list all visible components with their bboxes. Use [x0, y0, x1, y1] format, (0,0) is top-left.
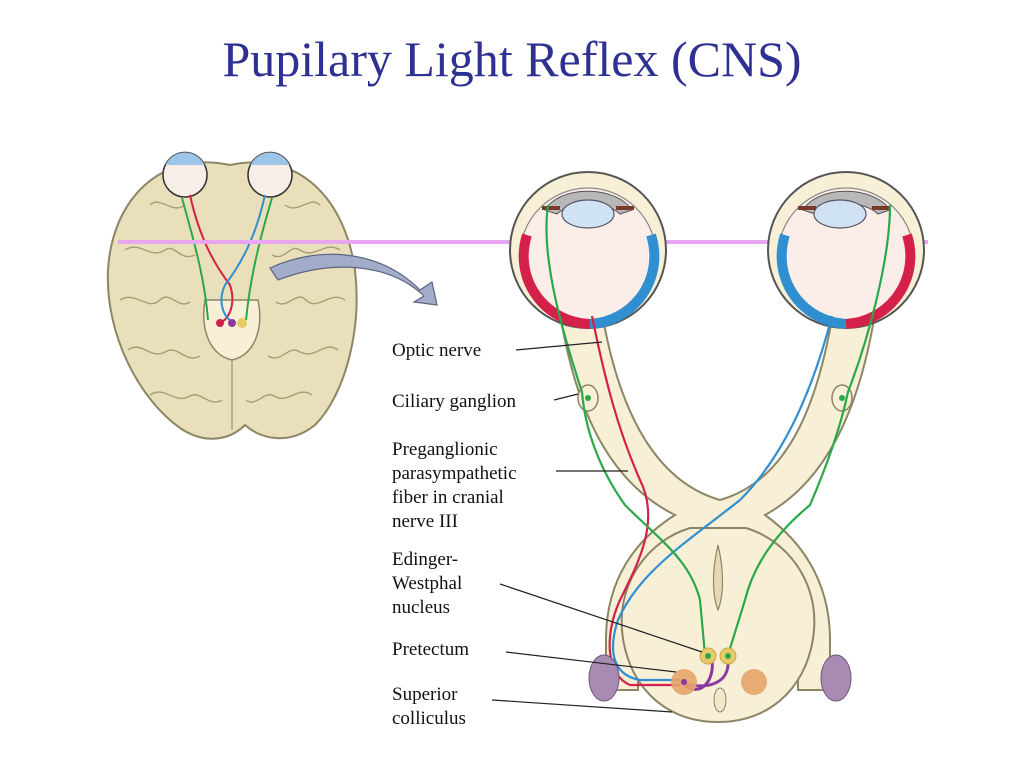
cerebral-aqueduct [712, 544, 724, 612]
label-pretectum: Pretectum [392, 639, 469, 660]
label-preganglionic-3: fiber in cranial [392, 487, 504, 508]
label-ciliary-ganglion: Ciliary ganglion [392, 391, 517, 412]
reflex-pathways [545, 204, 892, 691]
label-superior-colliculus-1: Superior [392, 684, 458, 705]
label-optic-nerve: Optic nerve [392, 340, 481, 361]
right-eye [767, 171, 925, 329]
right-superior-colliculus [820, 654, 852, 702]
label-edinger-westphal-1: Edinger- [392, 549, 458, 570]
right-pretectum [741, 669, 767, 695]
left-superior-colliculus [588, 654, 620, 702]
label-superior-colliculus-2: colliculus [392, 708, 466, 729]
pathway-diagram [509, 171, 925, 724]
label-edinger-westphal-3: nucleus [392, 597, 450, 618]
magnify-arrow [269, 253, 438, 306]
label-preganglionic-1: Preganglionic [392, 439, 498, 460]
label-preganglionic-4: nerve III [392, 511, 458, 532]
slide-title: Pupilary Light Reflex (CNS) [222, 31, 802, 87]
midbrain [620, 527, 816, 724]
brain-inferior-view [106, 151, 358, 440]
brain-pathways [181, 194, 273, 323]
left-eye [509, 171, 667, 329]
brain-gyri [119, 201, 346, 430]
label-preganglionic-2: parasympathetic [392, 463, 517, 484]
leader-lines [491, 341, 703, 713]
label-edinger-westphal-2: Westphal [392, 573, 462, 594]
